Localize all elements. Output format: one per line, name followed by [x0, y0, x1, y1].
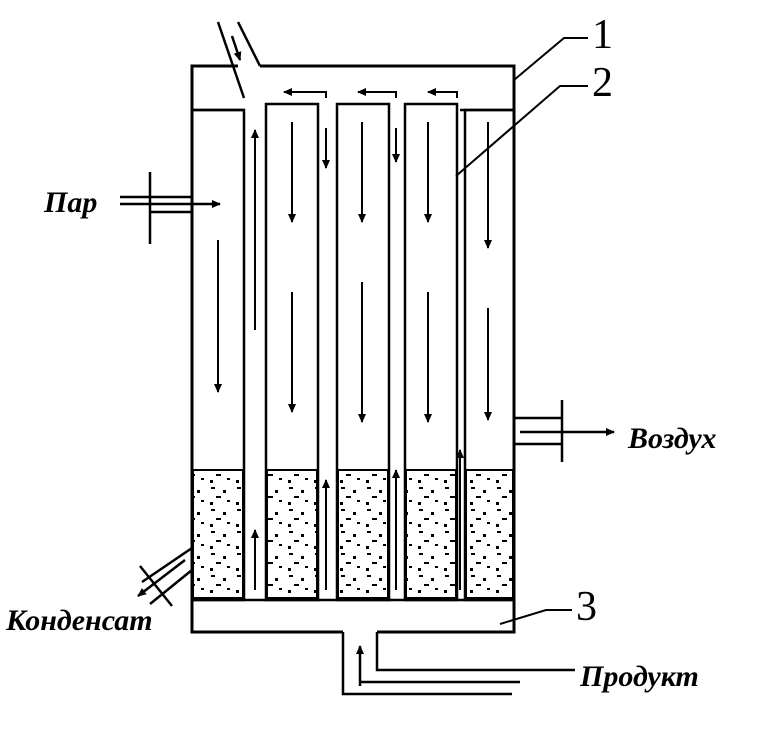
product-label: Продукт	[580, 660, 699, 693]
callout-3: 3	[576, 584, 597, 630]
product-inlet	[341, 632, 575, 696]
callout-1: 1	[592, 12, 613, 58]
liquid-zones	[192, 469, 514, 599]
vent-pipe	[216, 21, 262, 99]
condensate-outlet	[137, 546, 193, 607]
air-label: Воздух	[628, 422, 717, 455]
callout-2: 2	[592, 60, 613, 106]
callout-leaders	[455, 37, 588, 625]
condensate-label: Конденсат	[6, 604, 153, 637]
flow-arrows	[214, 88, 492, 590]
heating-tubes	[190, 102, 516, 602]
steam-inlet	[120, 172, 221, 244]
steam-label: Пар	[44, 186, 98, 219]
air-outlet	[514, 400, 615, 462]
